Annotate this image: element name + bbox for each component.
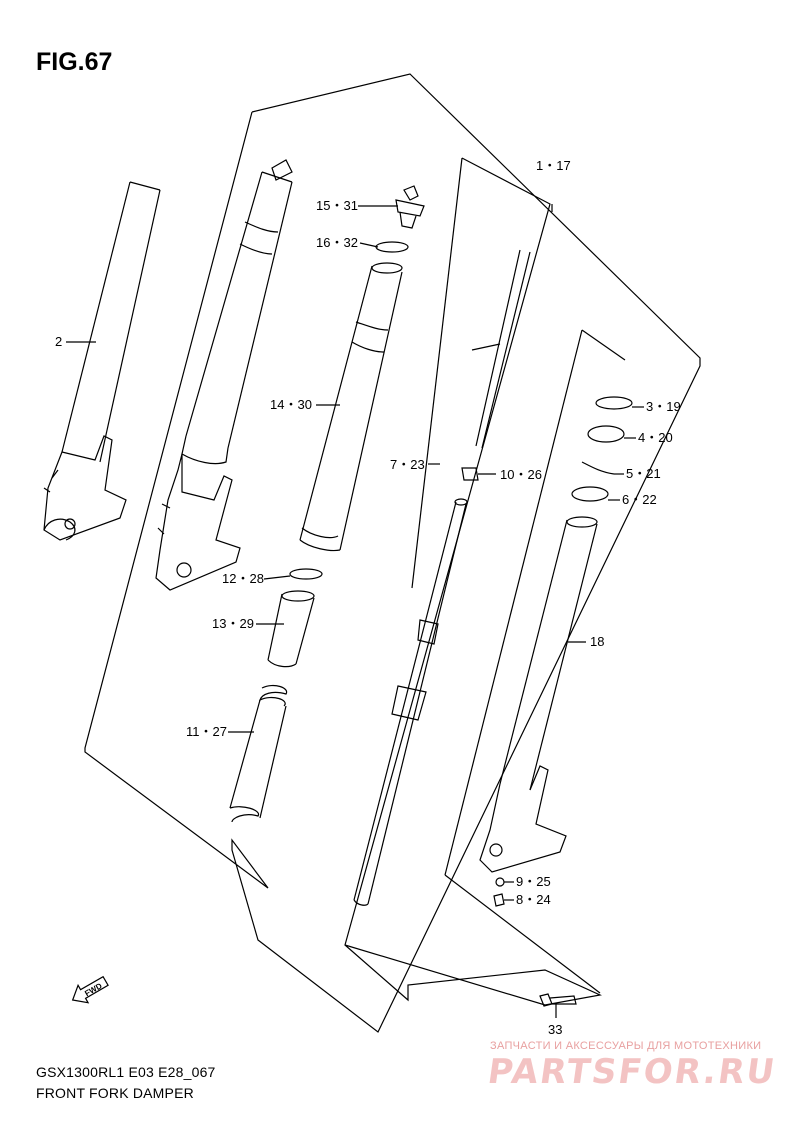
part-16-o-ring [375, 241, 409, 253]
frame-edge [581, 329, 626, 361]
watermark-tagline: ЗАПЧАСТИ И АКСЕССУАРЫ ДЛЯ МОТОТЕХНИКИ [490, 1040, 762, 1052]
frame-edge [411, 157, 463, 589]
part-9-washer [495, 877, 505, 887]
callout-7: 7・23 [390, 457, 425, 472]
part-14-damper-tube [299, 262, 403, 552]
callout-6: 6・22 [622, 492, 657, 507]
assembly-frame-inner [344, 157, 602, 1006]
part-3-washer [595, 396, 633, 410]
figure-name: FRONT FORK DAMPER [36, 1085, 194, 1101]
figure-title: FIG.67 [36, 48, 113, 76]
callout-11: 11・27 [186, 724, 227, 739]
fwd-arrow-icon [71, 975, 109, 1004]
part-2-outer-tube-left [43, 181, 161, 541]
part-5-clip [581, 461, 615, 475]
part-18-outer-tube-right [479, 516, 598, 873]
callout-14: 14・30 [270, 397, 312, 412]
callout-5: 5・21 [626, 466, 661, 481]
callout-3: 3・19 [646, 399, 681, 414]
leader-12 [263, 575, 291, 580]
callout-33: 33 [548, 1022, 562, 1037]
part-15-cap-bolt [395, 185, 425, 229]
callout-12: 12・28 [222, 571, 264, 586]
part-11-spring [229, 684, 288, 823]
leader-16 [359, 242, 379, 248]
frame-edge [444, 874, 601, 994]
callout-16: 16・32 [316, 235, 358, 250]
watermark-logo: PARTSFOR.RU [485, 1052, 779, 1092]
model-code: GSX1300RL1 E03 E28_067 [36, 1064, 216, 1080]
callout-13: 13・29 [212, 616, 254, 631]
callout-18: 18 [590, 634, 604, 649]
part-7-rod [353, 249, 531, 906]
callout-2: 2 [55, 334, 62, 349]
assembly-frame-outer [84, 73, 701, 1033]
part-12-o-ring [289, 568, 323, 580]
callout-15: 15・31 [316, 198, 358, 213]
callout-10: 10・26 [500, 467, 542, 482]
part-33-bolt [539, 993, 577, 1007]
part-10-nut [461, 467, 479, 481]
part-4-seal [587, 425, 625, 443]
part-6-dust-seal [571, 486, 609, 502]
part-fork-tube-assembly [155, 159, 293, 591]
leader-7-upper [471, 343, 501, 351]
callout-4: 4・20 [638, 430, 673, 445]
callout-8: 8・24 [516, 892, 551, 907]
frame-edge [444, 329, 583, 876]
part-13-spacer [267, 590, 315, 668]
callout-1: 1・17 [536, 158, 571, 173]
part-8-bolt [493, 893, 505, 907]
callout-9: 9・25 [516, 874, 551, 889]
